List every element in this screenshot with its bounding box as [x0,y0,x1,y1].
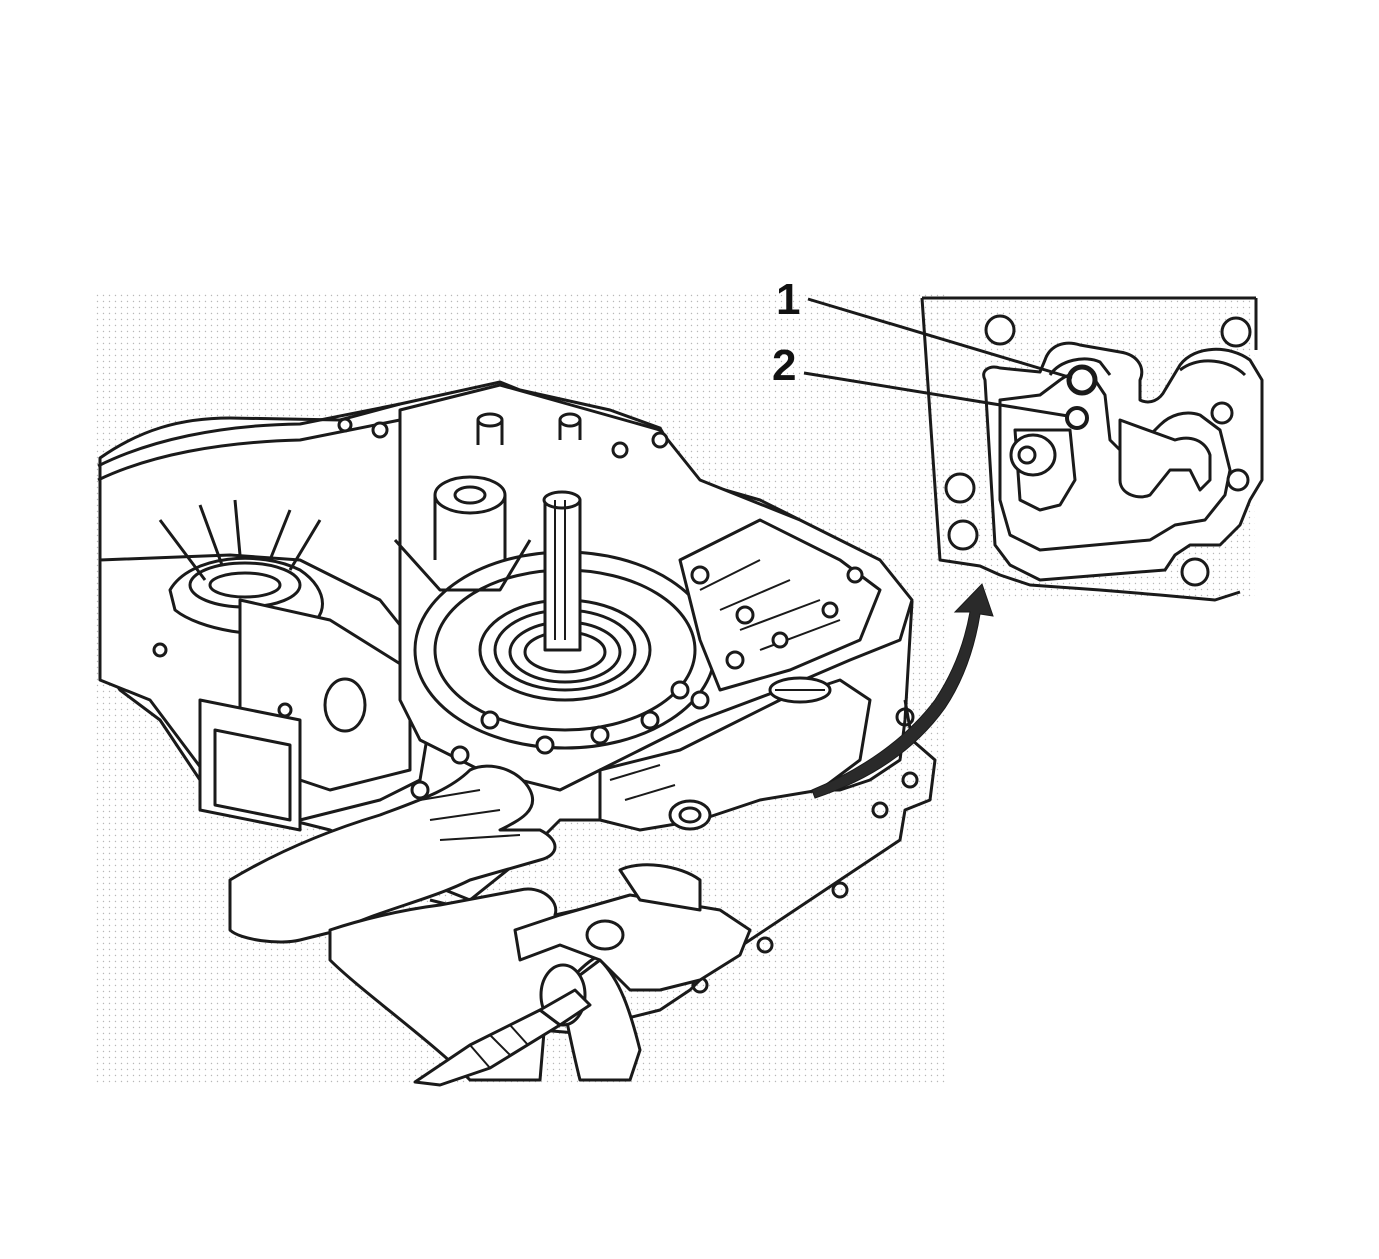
check-ball-2 [1065,406,1089,430]
inset-valve-body-detail [920,296,1264,602]
callout-2: 2 [772,341,797,390]
technician-hands [228,764,752,1087]
valve-body [152,383,914,800]
check-ball-1 [1066,364,1098,396]
callout-1: 1 [776,275,801,324]
leader-line-2 [803,371,1069,418]
leader-line-1 [807,297,1073,380]
oil-passage-plate [598,676,872,832]
direction-arrow [811,583,994,799]
